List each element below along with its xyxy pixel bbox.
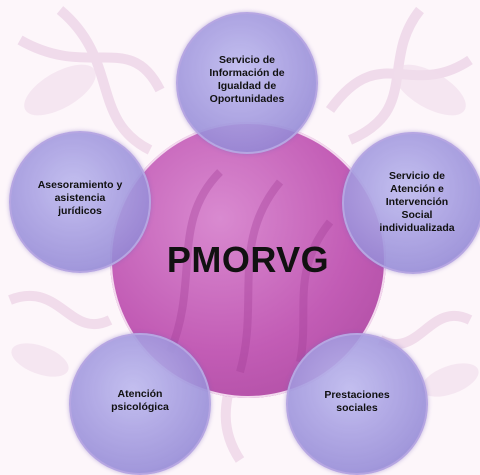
node-label: Atención psicológica [111,388,169,413]
node-label: Servicio de Información de Igualdad de O… [209,54,285,105]
node-servicio-informacion: Servicio de Información de Igualdad de O… [176,12,318,154]
center-decoration [166,169,334,374]
node-label: Prestaciones sociales [324,389,390,414]
node-asesoramiento: Asesoramiento y asistencia jurídicos [9,131,151,273]
node-label: Asesoramiento y asistencia jurídicos [37,178,123,217]
node-servicio-atencion: Servicio de Atención e Intervención Soci… [342,132,480,274]
node-atencion-psicologica: Atención psicológica [69,333,211,475]
node-prestaciones-sociales: Prestaciones sociales [286,333,428,475]
center-label: PMORVG [166,239,330,280]
node-label: Servicio de Atención e Intervención Soci… [379,169,455,234]
